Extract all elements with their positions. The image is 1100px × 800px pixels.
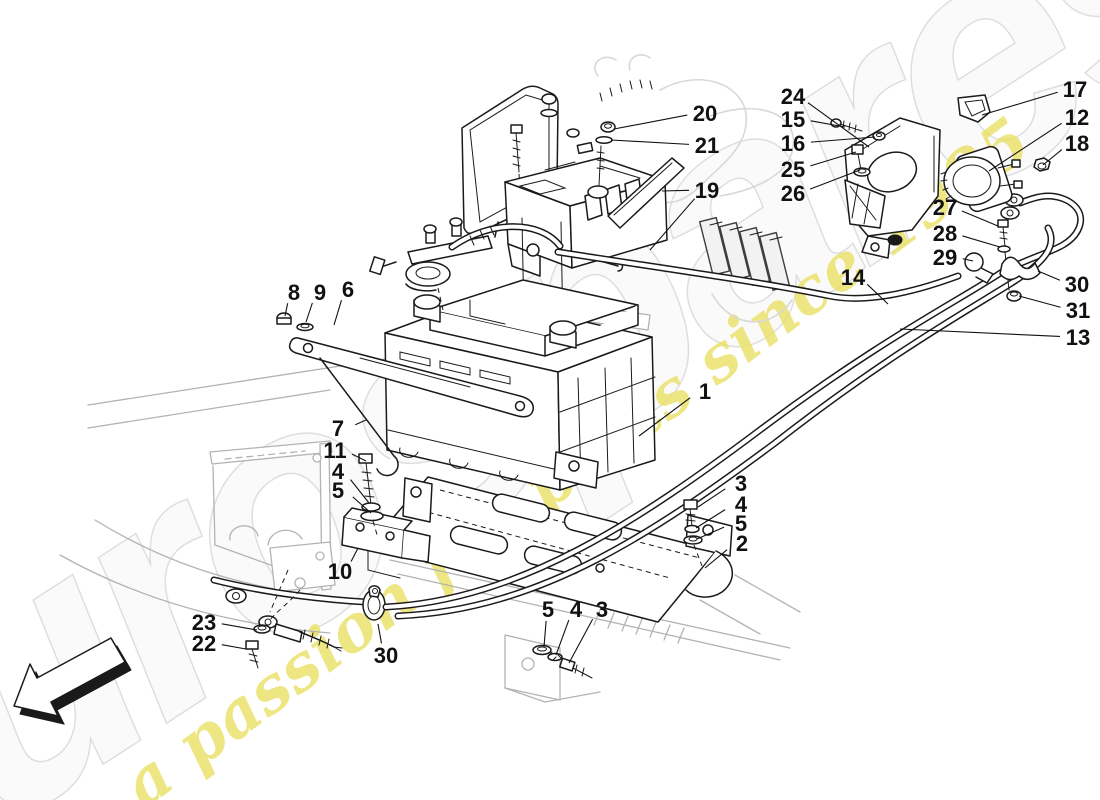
callout-leader (962, 258, 974, 262)
callout-leader (962, 235, 1001, 248)
callout-leader (613, 114, 688, 130)
battery-tray (367, 451, 733, 623)
callout-leader (284, 303, 289, 317)
support-bracket (341, 453, 431, 563)
hold-down-strap (276, 312, 534, 477)
callout-label-26: 26 (781, 181, 805, 206)
ground-cable (210, 576, 386, 669)
callout-leader (221, 623, 258, 631)
callout-label-4: 4 (570, 597, 583, 622)
callout-leader (810, 136, 876, 143)
negative-terminal (369, 217, 564, 311)
callout-leader (352, 496, 372, 514)
wiring-harness-ghost (594, 54, 795, 323)
callout-leader (1042, 149, 1063, 166)
callout-label-5: 5 (332, 478, 344, 503)
callout-leader (810, 120, 846, 128)
callout-leader (649, 198, 696, 251)
direction-arrow (13, 637, 132, 725)
callout-label-30: 30 (1065, 272, 1089, 297)
callout-label-19: 19 (695, 178, 719, 203)
callout-leader (333, 300, 343, 326)
callout-label-23: 23 (192, 610, 216, 635)
callout-leader (866, 283, 889, 305)
callout-leader (661, 189, 690, 192)
callout-label-18: 18 (1065, 131, 1089, 156)
callout-label-1: 1 (699, 379, 711, 404)
callout-leader (981, 91, 1058, 116)
callout-leader (305, 302, 313, 323)
callout-leader (1018, 295, 1061, 308)
callout-label-2: 2 (736, 531, 748, 556)
callout-label-12: 12 (1065, 105, 1089, 130)
callout-label-21: 21 (695, 133, 719, 158)
callout-leader (351, 453, 367, 462)
callout-label-22: 22 (192, 631, 216, 656)
bolt-set-bottom (532, 644, 593, 679)
callout-label-20: 20 (693, 101, 717, 126)
callout-label-11: 11 (323, 438, 346, 463)
callout-label-8: 8 (288, 280, 300, 305)
callout-leader (350, 547, 359, 562)
callout-label-3: 3 (596, 597, 608, 622)
callout-leader (638, 397, 691, 437)
disconnect-switch (830, 94, 1051, 302)
callout-leader (695, 509, 726, 529)
callout-leader (350, 479, 370, 504)
callout-label-15: 15 (781, 107, 805, 132)
callout-label-9: 9 (314, 280, 326, 305)
callout-label-25: 25 (781, 157, 805, 182)
callout-label-31: 31 (1066, 298, 1090, 323)
callout-label-16: 16 (781, 131, 805, 156)
callout-label-4: 4 (332, 459, 345, 484)
callout-label-6: 6 (342, 277, 354, 302)
callout-leader (988, 122, 1062, 172)
callout-leader (555, 619, 570, 656)
callout-label-27: 27 (933, 195, 957, 220)
callout-leader (610, 139, 690, 145)
callout-leader (961, 210, 999, 227)
callout-leader (377, 623, 383, 644)
callout-label-4: 4 (735, 492, 748, 517)
callout-leader (704, 549, 728, 569)
callout-leader (1037, 270, 1061, 281)
callout-label-10: 10 (328, 559, 352, 584)
callout-leader (809, 169, 861, 190)
connector-block (698, 216, 791, 291)
callout-leader (697, 488, 726, 508)
callout-leader (696, 526, 725, 540)
callout-leader (807, 102, 870, 148)
callout-label-17: 17 (1063, 77, 1087, 102)
callout-leader (221, 644, 247, 650)
callout-label-5: 5 (542, 597, 554, 622)
callout-label-24: 24 (781, 84, 806, 109)
callout-leader (810, 151, 857, 167)
callout-label-14: 14 (841, 265, 866, 290)
fuse-box (461, 79, 685, 277)
callout-label-28: 28 (933, 221, 957, 246)
callout-label-5: 5 (735, 511, 747, 536)
callout-label-3: 3 (735, 471, 747, 496)
callout-leader (543, 620, 547, 648)
callout-leader (568, 618, 594, 664)
callout-label-13: 13 (1066, 325, 1090, 350)
callout-label-30: 30 (374, 643, 398, 668)
bolt-set-right (683, 499, 703, 567)
callout-label-29: 29 (933, 245, 957, 270)
callout-leader (355, 419, 367, 426)
callout-label-7: 7 (332, 416, 344, 441)
callout-leader (899, 328, 1061, 338)
